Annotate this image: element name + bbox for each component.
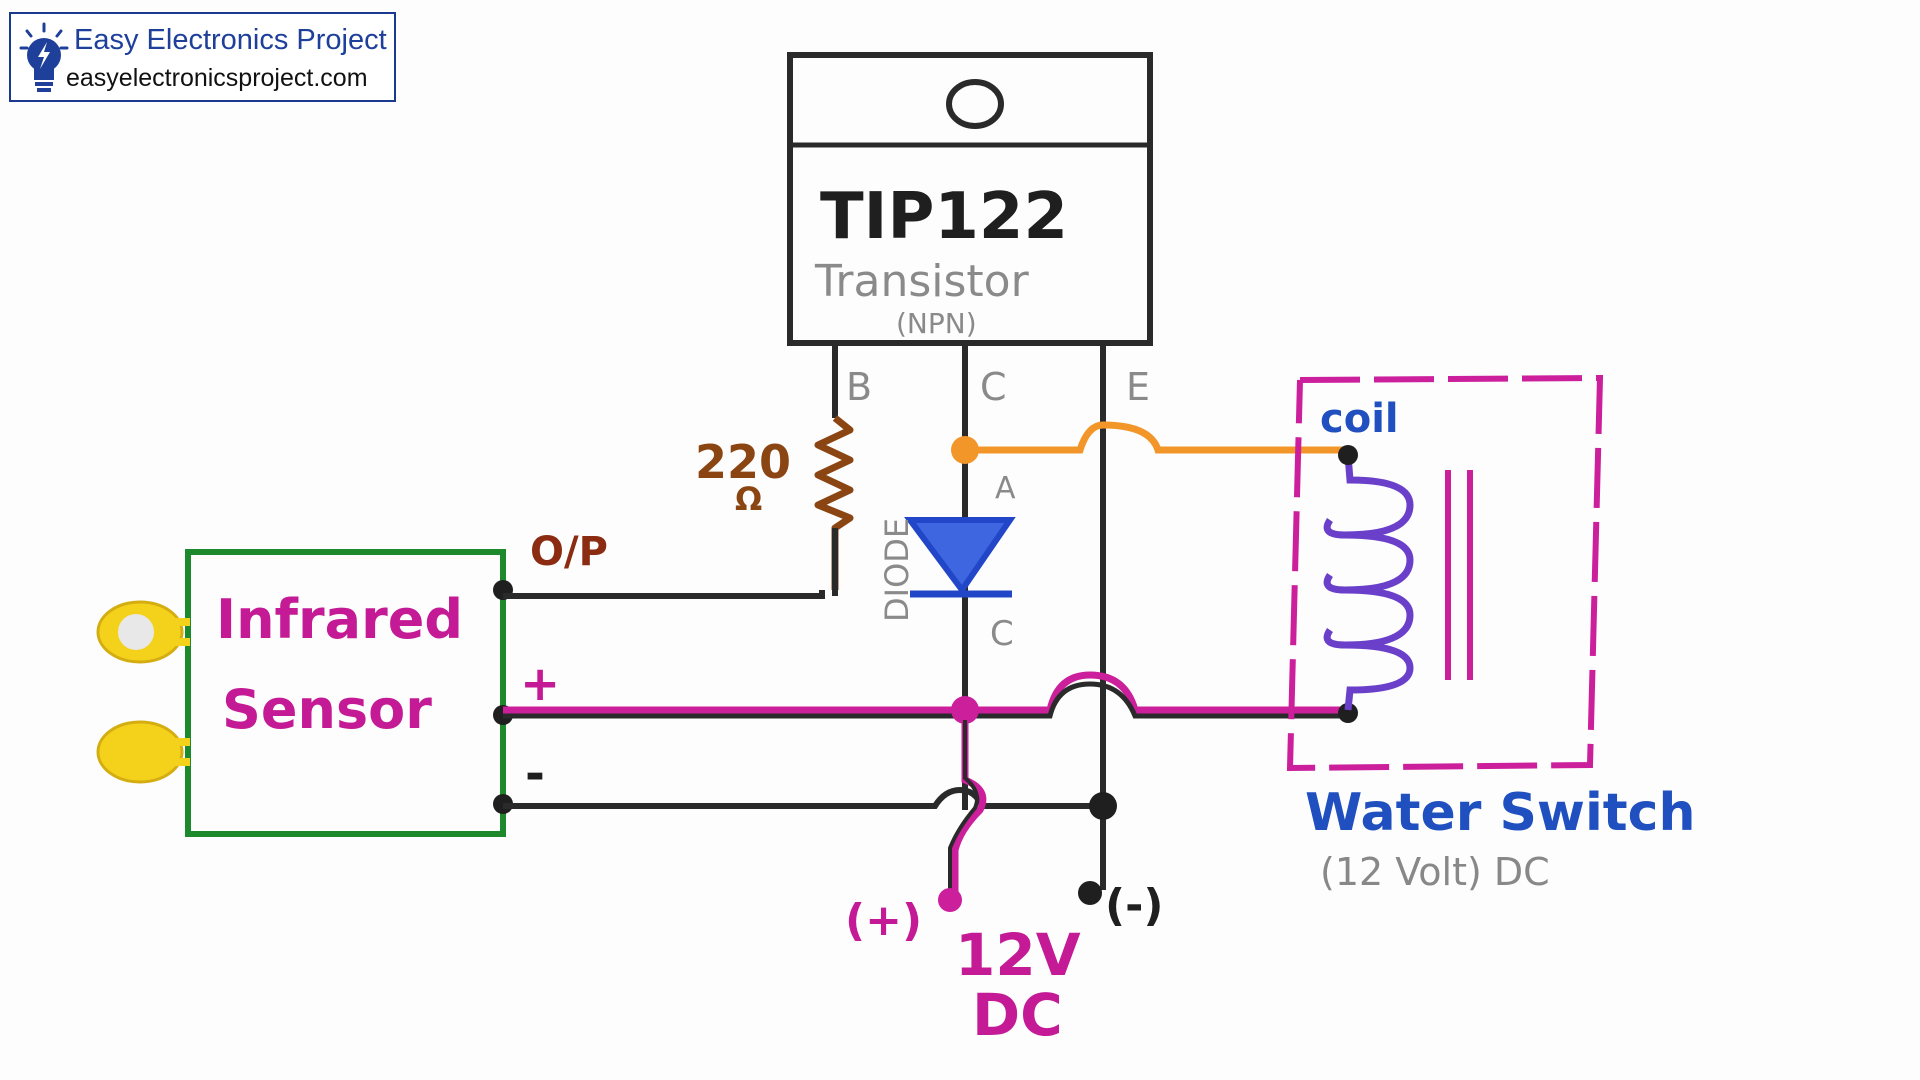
led-bottom-icon [96, 720, 190, 784]
resistor-unit-label: Ω [735, 480, 762, 518]
led-top-icon [96, 600, 190, 664]
diode: A C DIODE [878, 471, 1016, 654]
collector-coil-wire [965, 421, 1350, 454]
logo-url: easyelectronicsproject.com [66, 64, 368, 92]
infrared-sensor: Infrared Sensor O/P + - [96, 529, 608, 837]
logo-title: Easy Electronics Project [74, 24, 387, 56]
supply-negative-label: (-) [1105, 880, 1163, 931]
diode-cathode-label: C [990, 614, 1014, 654]
transistor-kind-label: Transistor [814, 256, 1030, 307]
output-wire [503, 590, 825, 599]
sensor-name-line1: Infrared [216, 588, 463, 651]
logo-box[interactable]: Easy Electronics Project easyelectronics… [9, 12, 396, 102]
negative-rail [503, 786, 1103, 809]
supply-positive-wire-black [948, 720, 979, 898]
transistor-package: TIP122 Transistor (NPN) [787, 52, 1153, 346]
diode-label: DIODE [878, 518, 916, 622]
supply-positive-label: (+) [845, 895, 922, 946]
coil-label: coil [1320, 396, 1399, 442]
sensor-plus-label: + [520, 656, 560, 712]
positive-rail-magenta [503, 671, 1348, 714]
water-switch: coil Water Switch (12 Volt) DC [1286, 374, 1695, 894]
mounting-hole-icon [946, 79, 1004, 129]
resistor: 220 Ω [695, 415, 854, 596]
water-switch-rating: (12 Volt) DC [1320, 850, 1550, 894]
water-switch-label: Water Switch [1305, 783, 1695, 843]
supply-type-label: DC [972, 981, 1063, 1049]
coil-icon [1323, 454, 1414, 711]
sensor-minus-label: - [525, 746, 545, 802]
sensor-name-line2: Sensor [222, 678, 432, 741]
pin-c-label: C [980, 365, 1007, 409]
sensor-output-label: O/P [530, 529, 608, 575]
supply-positive-wire [951, 710, 987, 900]
supply-voltage-label: 12V [955, 921, 1081, 989]
lightbulb-icon [19, 22, 69, 92]
resistor-value-label: 220 [695, 435, 791, 489]
diode-anode-label: A [995, 471, 1016, 506]
transistor-type-label: (NPN) [896, 307, 977, 340]
pin-e-label: E [1126, 365, 1150, 409]
transistor-part-label: TIP122 [820, 180, 1068, 254]
pin-b-label: B [846, 365, 872, 409]
positive-rail-black [503, 681, 1348, 719]
